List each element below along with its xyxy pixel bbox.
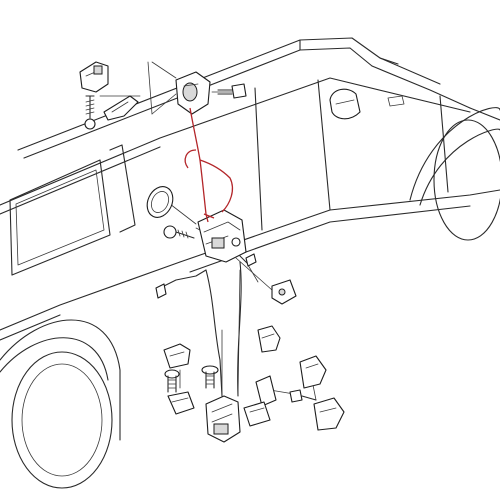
bottom-left-bracket	[163, 343, 191, 369]
latch-plate	[299, 355, 327, 389]
lock-cylinder-housing	[175, 71, 211, 115]
bottom-mount-plate	[167, 391, 195, 415]
wiring-harness	[184, 107, 234, 223]
mounting-screw-bottom	[289, 389, 317, 403]
cable-clip	[245, 253, 257, 267]
rubber-grommet	[146, 186, 174, 218]
car-body-outline	[0, 37, 500, 489]
lock-control-module	[243, 375, 277, 427]
interior-release-handle	[205, 395, 241, 443]
mounting-screw-top	[217, 83, 247, 99]
striker-bracket	[271, 279, 297, 305]
handle-clip	[103, 95, 139, 121]
door-latch-catch	[313, 397, 345, 431]
bowden-cable-right	[237, 261, 242, 397]
bolt-pair	[164, 365, 219, 393]
door-check-bracket	[79, 61, 109, 130]
bowden-cable-left	[155, 269, 223, 397]
inner-handle-bracket	[257, 325, 281, 353]
lock-bolt-left	[163, 225, 195, 239]
door-lock-actuator	[197, 209, 249, 265]
